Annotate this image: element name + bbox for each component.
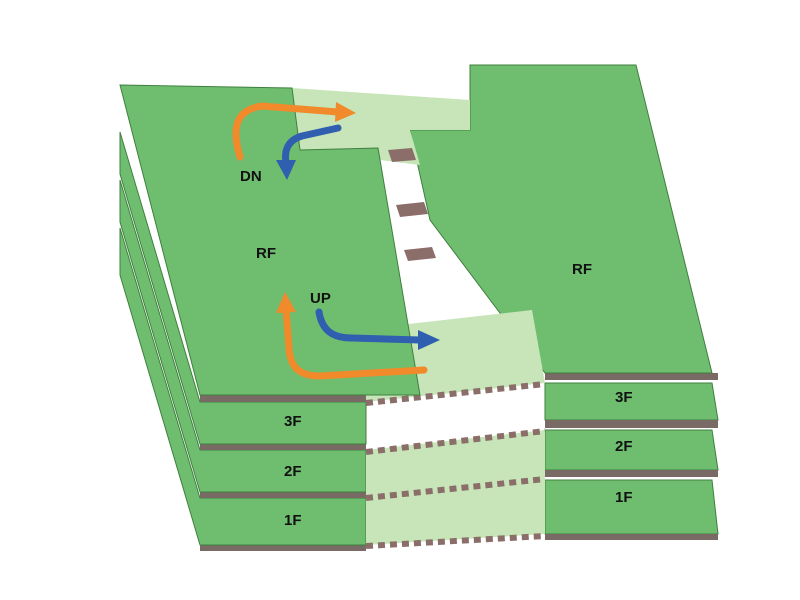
up-label: UP [310, 290, 331, 307]
right-roof-side [545, 373, 718, 380]
left-1f-label: 1F [284, 512, 302, 529]
arrow-orange-up-head [276, 292, 296, 313]
ramp-middle-stripe [365, 381, 546, 406]
right-3f-label: 3F [615, 389, 633, 406]
right-floor-1f [544, 479, 719, 540]
right-2f-side [545, 470, 718, 477]
ramp-lower [365, 428, 546, 549]
arrow-blue-up-head [418, 330, 440, 350]
arrow-blue-down-path [282, 124, 342, 167]
right-1f-label: 1F [615, 489, 633, 506]
ramp-lower-stripe-2 [365, 476, 546, 501]
left-roof [119, 84, 421, 402]
left-roof-slab [119, 84, 421, 396]
down-label: DN [240, 168, 262, 185]
arrow-orange-down-head [335, 102, 356, 122]
arrow-blue-up-path [315, 308, 424, 344]
right-1f-side [545, 534, 718, 540]
gap-ramp-3 [404, 247, 436, 261]
arrow-orange-up-path [282, 306, 428, 380]
right-3f-side [545, 420, 718, 428]
ramp-lower-stripe-3 [365, 533, 546, 549]
right-roof-label: RF [572, 261, 592, 278]
right-roof [409, 64, 718, 380]
down-arrows [232, 102, 356, 180]
left-2f-side [200, 492, 366, 498]
gap-ramp-1 [388, 148, 416, 162]
right-2f-label: 2F [615, 438, 633, 455]
arrow-orange-down-path [232, 102, 342, 161]
left-roof-side [200, 395, 366, 402]
left-3f-side [200, 444, 366, 450]
right-floor-2f [544, 429, 719, 477]
up-arrows [276, 292, 440, 380]
left-1f-side [200, 545, 366, 551]
right-floor-3f [544, 382, 719, 428]
gap-ramps [388, 148, 436, 261]
left-roof-label: RF [256, 245, 276, 262]
left-3f-label: 3F [284, 413, 302, 430]
gap-ramp-2 [396, 202, 428, 217]
arrow-blue-down-head [276, 160, 296, 180]
left-2f-label: 2F [284, 463, 302, 480]
ramp-lower-stripe-1 [365, 428, 546, 455]
